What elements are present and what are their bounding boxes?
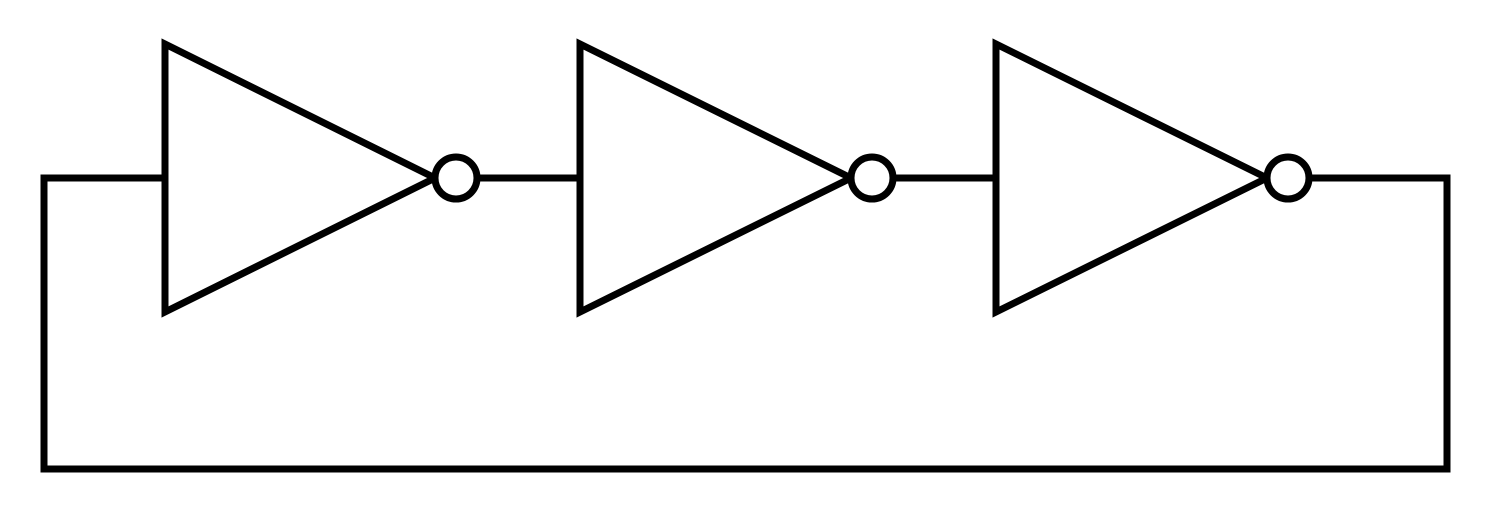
feedback-wire (40, 174, 1451, 473)
inverter-2 (576, 38, 897, 318)
inverter-3 (992, 38, 1313, 318)
inverter-1-bubble (431, 153, 481, 203)
inverter-1 (161, 38, 481, 318)
inverter-3-triangle (992, 38, 1275, 318)
inverter-2-triangle (576, 38, 859, 318)
inverter-1-triangle (161, 38, 443, 318)
inverter-3-bubble (1263, 153, 1313, 203)
inverter-2-bubble (847, 153, 897, 203)
